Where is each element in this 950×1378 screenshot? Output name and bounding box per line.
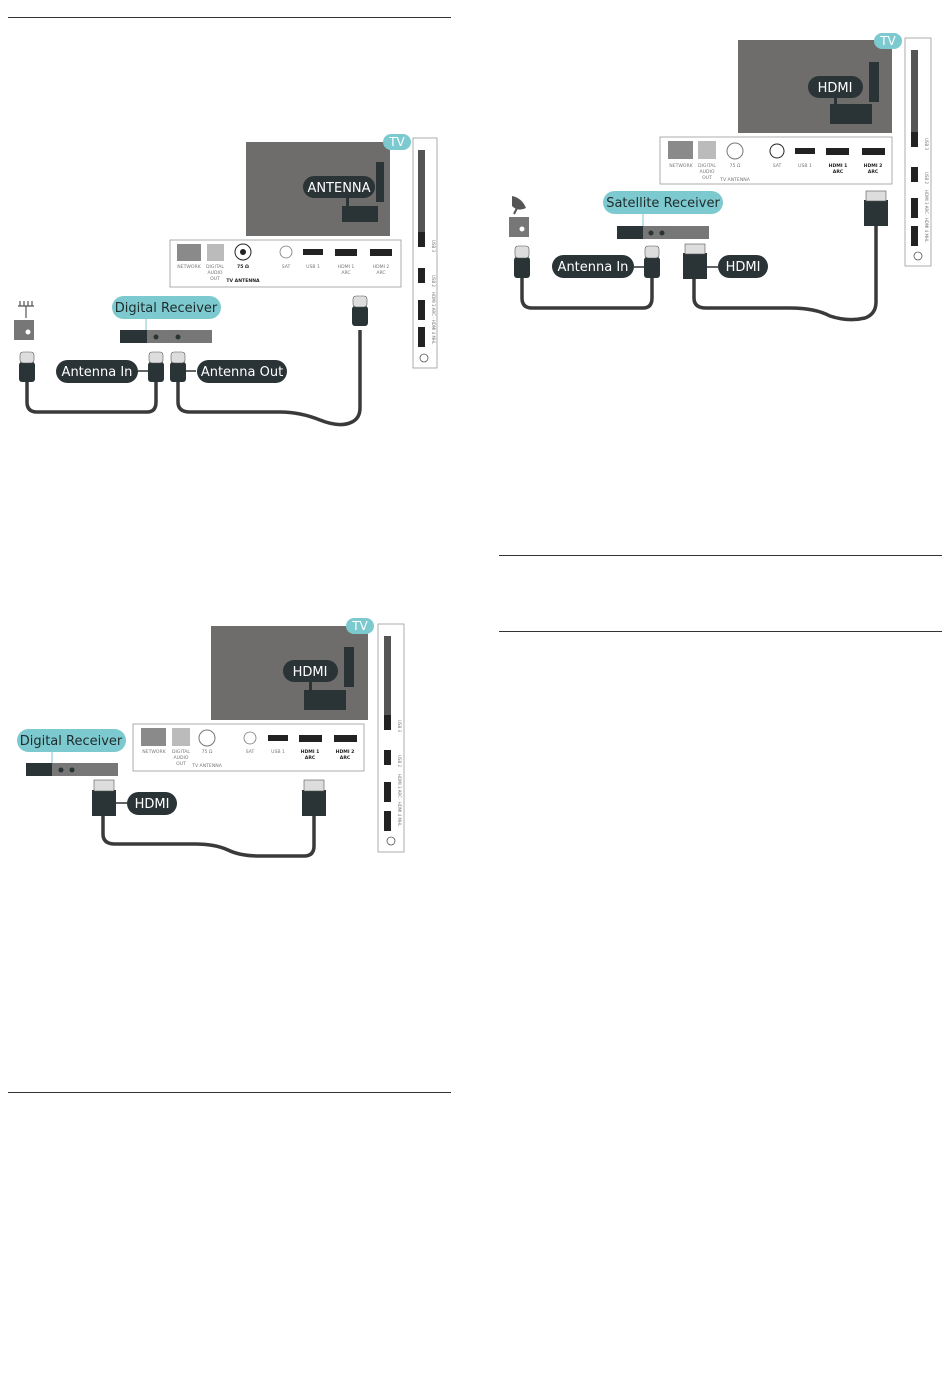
device-label: Satellite Receiver (606, 196, 720, 211)
tv-port-panel: NETWORK DIGITAL AUDIO OUT 75 Ω TV ANTENN… (169, 239, 402, 288)
svg-text:75 Ω: 75 Ω (202, 749, 213, 755)
svg-text:ARC: ARC (376, 270, 385, 276)
tv-badge (383, 134, 411, 150)
svg-text:NETWORK: NETWORK (669, 163, 693, 169)
svg-text:HDMI 1: HDMI 1 (829, 163, 848, 169)
svg-text:ARC: ARC (833, 169, 844, 175)
svg-text:ARC: ARC (305, 755, 316, 761)
svg-text:HDMI 1: HDMI 1 (301, 749, 320, 755)
diagram-digital-receiver-antenna: TV ANTENNA NETWORK DIGITAL AUDIO OUT 75 … (14, 134, 438, 427)
tv-badge (874, 33, 902, 49)
hdmi-cable (92, 779, 326, 858)
section-divider-right-1 (499, 555, 942, 556)
section-divider-bottom-left (8, 1092, 451, 1093)
svg-text:HDMI 2: HDMI 2 (336, 749, 355, 755)
svg-text:USB 1: USB 1 (271, 749, 285, 755)
digital-receiver-device: Digital Receiver (17, 729, 126, 776)
svg-text:SAT: SAT (773, 163, 782, 169)
svg-text:AUDIO: AUDIO (173, 755, 188, 761)
svg-text:HDMI 3 ARC · HDMI 4 MHL: HDMI 3 ARC · HDMI 4 MHL (397, 774, 402, 827)
cable-label-hdmi: HDMI (726, 260, 761, 275)
section-divider-top-left (8, 17, 451, 18)
tv-port-label-pill (808, 76, 863, 98)
svg-text:TV ANTENNA: TV ANTENNA (226, 278, 260, 284)
svg-text:OUT: OUT (702, 175, 712, 181)
diagram-satellite-receiver: TV HDMI NETWORK DIGITAL AUDIO OUT 75 Ω T… (509, 33, 932, 322)
svg-text:USB 1: USB 1 (798, 163, 812, 169)
digital-receiver-device: Digital Receiver (112, 296, 221, 343)
tv-badge (346, 618, 374, 634)
cable-label-hdmi-pill (718, 255, 768, 278)
svg-text:HDMI 1: HDMI 1 (338, 264, 355, 270)
svg-text:USB 3: USB 3 (397, 720, 402, 732)
svg-text:ARC: ARC (340, 755, 351, 761)
antenna-wall-socket (14, 301, 34, 340)
cable-label-hdmi: HDMI (135, 797, 170, 812)
svg-text:75 Ω: 75 Ω (730, 163, 741, 169)
cable-label-antenna-out-pill (197, 360, 287, 383)
svg-text:HDMI 3 ARC · HDMI 4 MHL: HDMI 3 ARC · HDMI 4 MHL (431, 292, 436, 345)
device-label-pill (112, 296, 221, 319)
satellite-receiver-device: Satellite Receiver (603, 191, 723, 239)
svg-text:USB 1: USB 1 (306, 264, 320, 270)
cable-label-antenna-in: Antenna In (62, 365, 133, 380)
cable-label-antenna-in-pill (552, 255, 634, 278)
tv-port-label-pill (283, 660, 338, 682)
device-label: Digital Receiver (115, 301, 218, 316)
tv-port-label-pill (303, 176, 375, 198)
svg-text:AUDIO: AUDIO (699, 169, 714, 175)
svg-text:DIGITAL: DIGITAL (698, 163, 716, 169)
cable-label-hdmi-pill (127, 792, 177, 815)
svg-text:ARC: ARC (341, 270, 350, 276)
tv-port-label: HDMI (818, 81, 853, 96)
svg-text:HDMI 3 ARC · HDMI 4 MHL: HDMI 3 ARC · HDMI 4 MHL (924, 190, 929, 243)
satellite-cables (514, 190, 888, 322)
cable-label-antenna-in: Antenna In (558, 260, 629, 275)
device-label-pill (17, 729, 126, 752)
svg-text:AUDIO: AUDIO (207, 270, 222, 276)
cable-label-antenna-in-pill (56, 360, 138, 383)
tv-port-panel: NETWORK DIGITAL AUDIO OUT 75 Ω TV ANTENN… (659, 136, 893, 185)
svg-text:NETWORK: NETWORK (177, 264, 201, 270)
svg-text:OUT: OUT (210, 276, 220, 282)
svg-text:USB 3: USB 3 (924, 138, 929, 150)
tv-side-panel: USB 3 USB 2 HDMI 3 ARC · HDMI 4 MHL (412, 137, 438, 369)
svg-text:USB 2: USB 2 (924, 172, 929, 184)
svg-text:ARC: ARC (868, 169, 879, 175)
diagram-digital-receiver-hdmi: TV HDMI NETWORK DIGITAL AUDIO OUT 75 Ω T… (17, 618, 405, 858)
tv-badge-label: TV (879, 34, 896, 48)
svg-text:OUT: OUT (176, 761, 186, 767)
tv-side-panel: USB 3 USB 2 HDMI 3 ARC · HDMI 4 MHL (377, 623, 405, 853)
svg-text:DIGITAL: DIGITAL (206, 264, 224, 270)
tv-port-panel: NETWORK DIGITAL AUDIO OUT 75 Ω TV ANTENN… (132, 723, 365, 772)
satellite-dish-socket (509, 196, 529, 237)
svg-text:SAT: SAT (246, 749, 255, 755)
device-label: Digital Receiver (20, 734, 123, 749)
svg-text:75 Ω: 75 Ω (237, 264, 249, 270)
svg-text:NETWORK: NETWORK (142, 749, 166, 755)
svg-text:SAT: SAT (282, 264, 291, 270)
tv-badge-label: TV (388, 135, 405, 149)
svg-text:TV ANTENNA: TV ANTENNA (719, 177, 751, 183)
svg-text:USB 3: USB 3 (431, 240, 436, 252)
device-label-pill (603, 191, 723, 214)
svg-text:DIGITAL: DIGITAL (172, 749, 190, 755)
svg-text:USB 2: USB 2 (397, 755, 402, 767)
tv-badge-label: TV (351, 619, 368, 633)
antenna-cables (19, 295, 368, 427)
svg-text:HDMI 2: HDMI 2 (864, 163, 883, 169)
cable-label-antenna-out: Antenna Out (201, 365, 283, 380)
section-divider-right-2 (499, 631, 942, 632)
tv-side-panel: USB 3 USB 2 HDMI 3 ARC · HDMI 4 MHL (904, 37, 932, 267)
svg-text:USB 2: USB 2 (431, 275, 436, 287)
tv-port-label: HDMI (293, 665, 328, 680)
svg-text:TV ANTENNA: TV ANTENNA (191, 763, 223, 769)
svg-text:HDMI 2: HDMI 2 (373, 264, 390, 270)
tv-port-label: ANTENNA (307, 181, 370, 196)
